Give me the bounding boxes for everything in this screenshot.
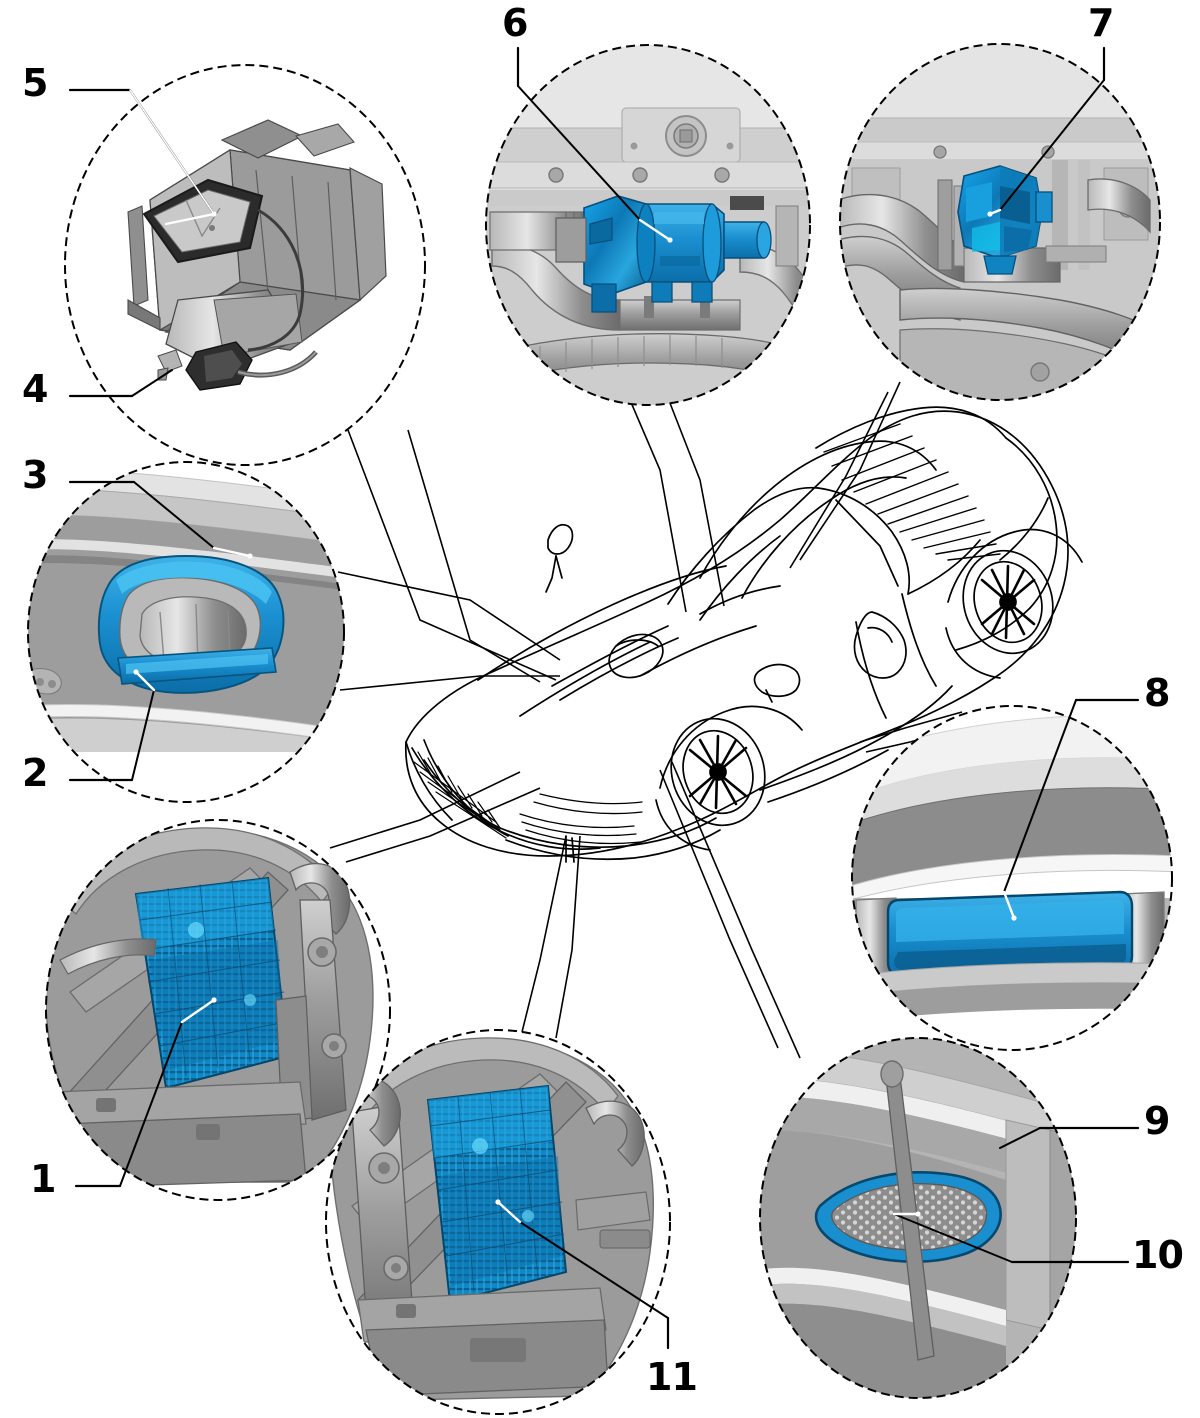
callout-label-3[interactable]: 3 [22,453,48,497]
callout-label-2[interactable]: 2 [22,751,48,795]
detail-circle-rear-intake-vent [851,705,1173,1051]
callout-label-10[interactable]: 10 [1132,1233,1184,1277]
detail-bubble-outline [485,44,811,406]
intake-vent-highlight [886,890,1134,978]
callout-leader-lines [68,46,1140,1350]
callout-label-8[interactable]: 8 [1144,671,1170,715]
detail-circle-right-radiator [325,1029,671,1415]
callout-label-7[interactable]: 7 [1088,1,1114,45]
detail-bubble-outline [64,64,426,466]
detail-circle-left-radiator [45,819,391,1201]
coolant-pump-highlight [583,195,772,313]
coolant-valve-highlight [957,165,1053,275]
callout-label-4[interactable]: 4 [22,367,48,411]
detail-circle-coolant-pump [485,44,811,406]
callout-label-6[interactable]: 6 [502,1,528,45]
radiator-core-highlight-right [426,1084,568,1304]
vehicle-line-drawing [404,406,1083,863]
detail-circle-coolant-valve [839,43,1161,401]
detail-bubble-outline [851,705,1173,1051]
callout-label-1[interactable]: 1 [30,1157,56,1201]
callout-label-9[interactable]: 9 [1144,1099,1170,1143]
bubble-connector-lines [329,381,969,1059]
callout-label-11[interactable]: 11 [646,1355,698,1399]
detail-bubble-outline [27,461,345,803]
callout-label-5[interactable]: 5 [22,61,48,105]
detail-bubble-outline [325,1029,671,1415]
detail-circle-mesh-grille [759,1037,1077,1399]
detail-bubble-outline [759,1037,1077,1399]
detail-bubble-outline [45,819,391,1201]
detail-circle-front-air-intake [27,461,345,803]
detail-bubble-outline [839,43,1161,401]
detail-circle-heater-blower [64,64,426,466]
radiator-core-highlight-left [134,876,290,1090]
air-intake-duct-highlight [97,554,285,694]
